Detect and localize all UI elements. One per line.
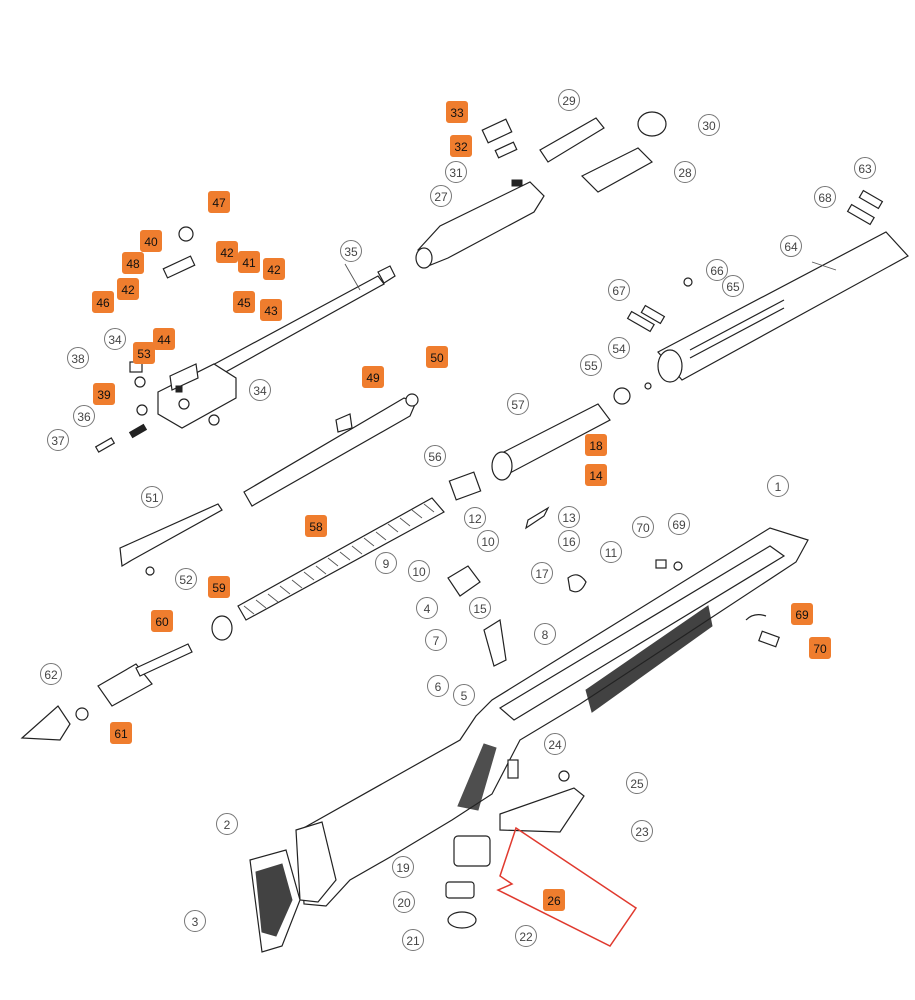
part-label: 23 bbox=[631, 820, 653, 842]
end-cap-part bbox=[20, 705, 89, 741]
muzzle-brake-part bbox=[415, 179, 545, 269]
part-label: 48 bbox=[122, 252, 144, 274]
part-label: 69 bbox=[668, 513, 690, 535]
spring-guide-part bbox=[97, 615, 233, 707]
part-label: 58 bbox=[305, 515, 327, 537]
cocking-lever-part bbox=[243, 393, 419, 507]
part-label: 70 bbox=[632, 516, 654, 538]
part-label: 54 bbox=[608, 337, 630, 359]
part-label: 37 bbox=[47, 429, 69, 451]
part-label: 42 bbox=[263, 258, 285, 280]
part-label: 38 bbox=[67, 347, 89, 369]
part-label: 30 bbox=[698, 114, 720, 136]
part-label: 25 bbox=[626, 772, 648, 794]
part-label: 60 bbox=[151, 610, 173, 632]
part-label: 7 bbox=[425, 629, 447, 651]
part-label: 20 bbox=[393, 891, 415, 913]
part-label: 64 bbox=[780, 235, 802, 257]
part-label: 3 bbox=[184, 910, 206, 932]
part-label: 55 bbox=[580, 354, 602, 376]
part-label: 59 bbox=[208, 576, 230, 598]
rear-sight-part bbox=[481, 111, 667, 193]
part-label: 34 bbox=[104, 328, 126, 350]
part-label: 18 bbox=[585, 434, 607, 456]
breech-block-part bbox=[157, 363, 237, 429]
part-label: 2 bbox=[216, 813, 238, 835]
part-label: 52 bbox=[175, 568, 197, 590]
part-label: 65 bbox=[722, 275, 744, 297]
part-label: 12 bbox=[464, 507, 486, 529]
part-label: 70 bbox=[809, 637, 831, 659]
part-label: 50 bbox=[426, 346, 448, 368]
part-label: 46 bbox=[92, 291, 114, 313]
part-label: 66 bbox=[706, 259, 728, 281]
part-label: 67 bbox=[608, 279, 630, 301]
part-label: 4 bbox=[416, 597, 438, 619]
trigger-group-part bbox=[447, 506, 587, 667]
part-label: 62 bbox=[40, 663, 62, 685]
cocking-link-part bbox=[119, 503, 223, 576]
part-label: 10 bbox=[477, 530, 499, 552]
part-label: 49 bbox=[362, 366, 384, 388]
part-label: 56 bbox=[424, 445, 446, 467]
part-label: 17 bbox=[531, 562, 553, 584]
main-spring-part bbox=[237, 497, 445, 621]
stock-part bbox=[295, 527, 809, 907]
part-label: 1 bbox=[767, 475, 789, 497]
part-label: 32 bbox=[450, 135, 472, 157]
part-label: 14 bbox=[585, 464, 607, 486]
part-label: 42 bbox=[216, 241, 238, 263]
small-hardware-part bbox=[94, 226, 780, 782]
part-label: 36 bbox=[73, 405, 95, 427]
part-label: 63 bbox=[854, 157, 876, 179]
butt-pad-part bbox=[249, 849, 301, 953]
part-label: 5 bbox=[453, 684, 475, 706]
part-label: 34 bbox=[249, 379, 271, 401]
part-label: 44 bbox=[153, 328, 175, 350]
part-label: 26 bbox=[543, 889, 565, 911]
part-label: 42 bbox=[117, 278, 139, 300]
part-label: 53 bbox=[133, 342, 155, 364]
part-label: 11 bbox=[600, 541, 622, 563]
part-label: 16 bbox=[558, 530, 580, 552]
part-label: 13 bbox=[558, 506, 580, 528]
part-label: 68 bbox=[814, 186, 836, 208]
part-label: 15 bbox=[469, 597, 491, 619]
part-label: 6 bbox=[427, 675, 449, 697]
part-label: 28 bbox=[674, 161, 696, 183]
part-label: 57 bbox=[507, 393, 529, 415]
part-label: 9 bbox=[375, 552, 397, 574]
part-label: 41 bbox=[238, 251, 260, 273]
piston-part bbox=[448, 403, 611, 501]
part-label: 40 bbox=[140, 230, 162, 252]
part-label: 24 bbox=[544, 733, 566, 755]
part-label: 39 bbox=[93, 383, 115, 405]
part-label: 43 bbox=[260, 299, 282, 321]
part-label: 31 bbox=[445, 161, 467, 183]
part-label: 29 bbox=[558, 89, 580, 111]
part-label: 61 bbox=[110, 722, 132, 744]
part-label: 21 bbox=[402, 929, 424, 951]
part-label: 33 bbox=[446, 101, 468, 123]
trigger-guard-part bbox=[445, 759, 585, 929]
part-label: 19 bbox=[392, 856, 414, 878]
highlight-box bbox=[496, 826, 638, 947]
part-label: 51 bbox=[141, 486, 163, 508]
front-pins-part bbox=[626, 189, 884, 333]
part-label: 35 bbox=[340, 240, 362, 262]
part-label: 27 bbox=[430, 185, 452, 207]
part-label: 8 bbox=[534, 623, 556, 645]
part-label: 69 bbox=[791, 603, 813, 625]
part-label: 47 bbox=[208, 191, 230, 213]
part-label: 22 bbox=[515, 925, 537, 947]
part-label: 10 bbox=[408, 560, 430, 582]
part-label: 45 bbox=[233, 291, 255, 313]
compression-tube-part bbox=[657, 231, 909, 383]
